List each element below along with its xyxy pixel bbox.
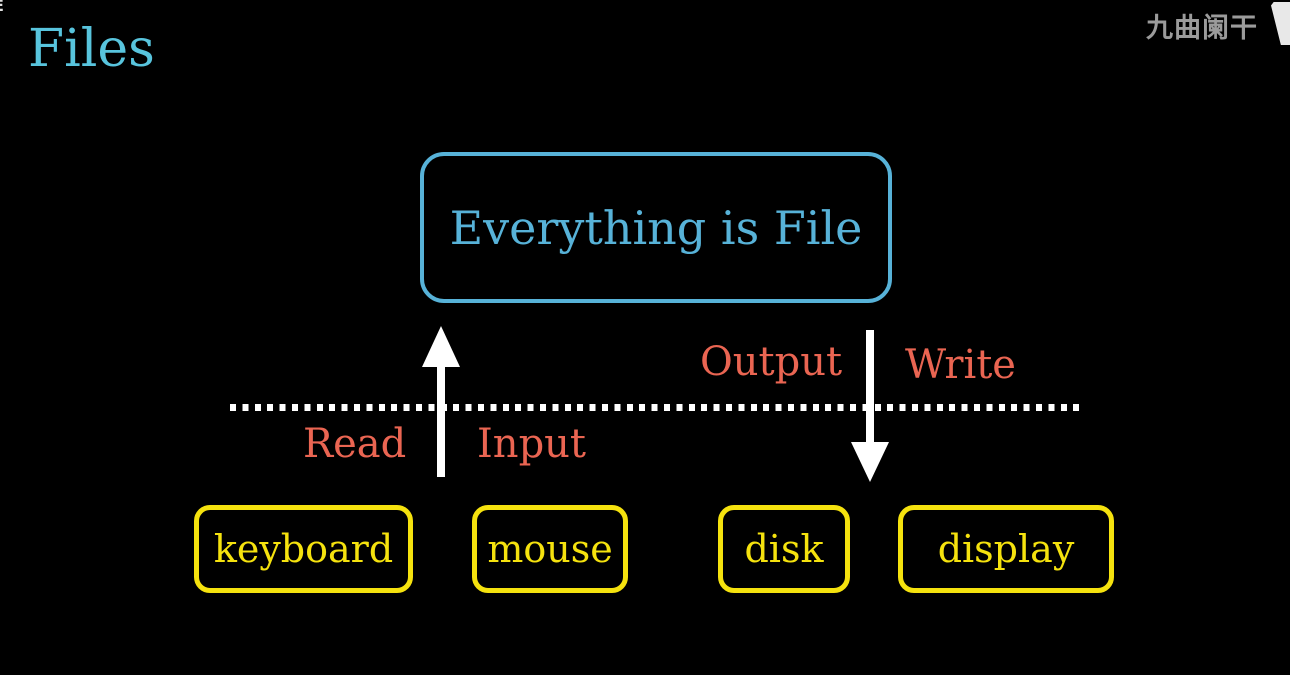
device-box-mouse: mouse <box>472 505 628 593</box>
input-label: Input <box>477 421 587 467</box>
device-label: disk <box>744 527 824 571</box>
down-arrow-shaft <box>866 330 874 444</box>
down-arrow-icon <box>851 442 889 482</box>
up-arrow-icon <box>422 326 460 367</box>
device-label: display <box>937 527 1075 571</box>
everything-is-file-box: Everything is File <box>420 152 892 303</box>
read-label: Read <box>303 421 407 467</box>
output-label: Output <box>700 339 843 385</box>
dotted-divider-line <box>230 404 1083 411</box>
everything-is-file-label: Everything is File <box>449 200 863 255</box>
page-title: Files <box>28 19 155 79</box>
device-label: mouse <box>487 527 613 571</box>
corner-text-fragment: E <box>0 0 4 15</box>
write-label: Write <box>905 342 1016 388</box>
device-label: keyboard <box>213 527 394 571</box>
up-arrow-shaft <box>437 364 445 477</box>
device-box-display: display <box>898 505 1114 593</box>
watermark-text: 九曲阑干 <box>1146 13 1258 44</box>
watermark-logo-icon <box>1271 2 1290 45</box>
device-box-disk: disk <box>718 505 850 593</box>
device-box-keyboard: keyboard <box>194 505 413 593</box>
